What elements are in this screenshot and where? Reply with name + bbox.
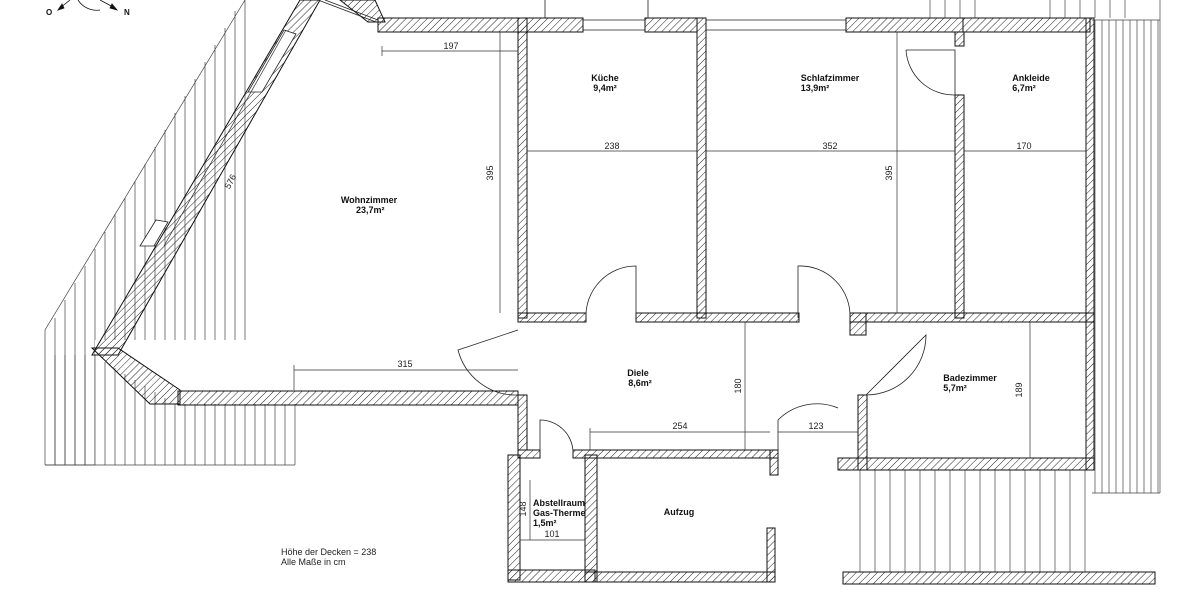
left-terrace-bottom	[45, 355, 296, 466]
dimension-label: 197	[443, 41, 458, 51]
room-area-abstellraum: 1,5m²	[533, 518, 557, 528]
room-name-diele: Diele	[627, 368, 649, 378]
dimension-label: 170	[1016, 141, 1031, 151]
compass-west-label: O	[46, 8, 52, 17]
bottom-right-terrace	[859, 470, 1086, 572]
room-area-schlafzimmer: 13,9m²	[801, 83, 830, 93]
dimension-lines	[163, 29, 1086, 541]
dimension-label: 238	[604, 141, 619, 151]
room-area-kueche: 9,4m²	[593, 83, 617, 93]
room-name-badezimmer: Badezimmer	[943, 373, 997, 383]
dimension-label: 395	[485, 165, 495, 180]
dimension-label: 189	[1014, 382, 1024, 397]
ceiling-height-note: Höhe der Decken = 238	[281, 547, 376, 557]
room-name-wohnzimmer: Wohnzimmer	[341, 195, 398, 205]
room-name-gas-therme: Gas-Therme	[533, 508, 586, 518]
room-name-kueche: Küche	[591, 73, 619, 83]
dimension-label: 315	[397, 359, 412, 369]
dimension-label: 180	[733, 378, 743, 393]
units-note: Alle Maße in cm	[281, 557, 346, 567]
dimension-label: 395	[884, 165, 894, 180]
dimension-label: 148	[518, 501, 528, 516]
room-name-ankleide: Ankleide	[1012, 73, 1050, 83]
dimension-label: 254	[672, 421, 687, 431]
compass-icon	[57, 0, 119, 11]
dimension-label: 101	[544, 529, 559, 539]
compass-north-label: N	[124, 8, 130, 17]
dimension-label: 123	[808, 421, 823, 431]
right-terrace	[929, 0, 1161, 494]
room-name-aufzug: Aufzug	[664, 507, 695, 517]
room-area-badezimmer: 5,7m²	[943, 383, 967, 393]
room-area-wohnzimmer: 23,7m²	[356, 205, 385, 215]
door-swings	[457, 49, 956, 458]
room-name-schlafzimmer: Schlafzimmer	[801, 73, 860, 83]
room-name-abstellraum: Abstellraum	[533, 498, 585, 508]
room-area-ankleide: 6,7m²	[1012, 83, 1036, 93]
dimension-label: 352	[822, 141, 837, 151]
room-area-diele: 8,6m²	[628, 378, 652, 388]
